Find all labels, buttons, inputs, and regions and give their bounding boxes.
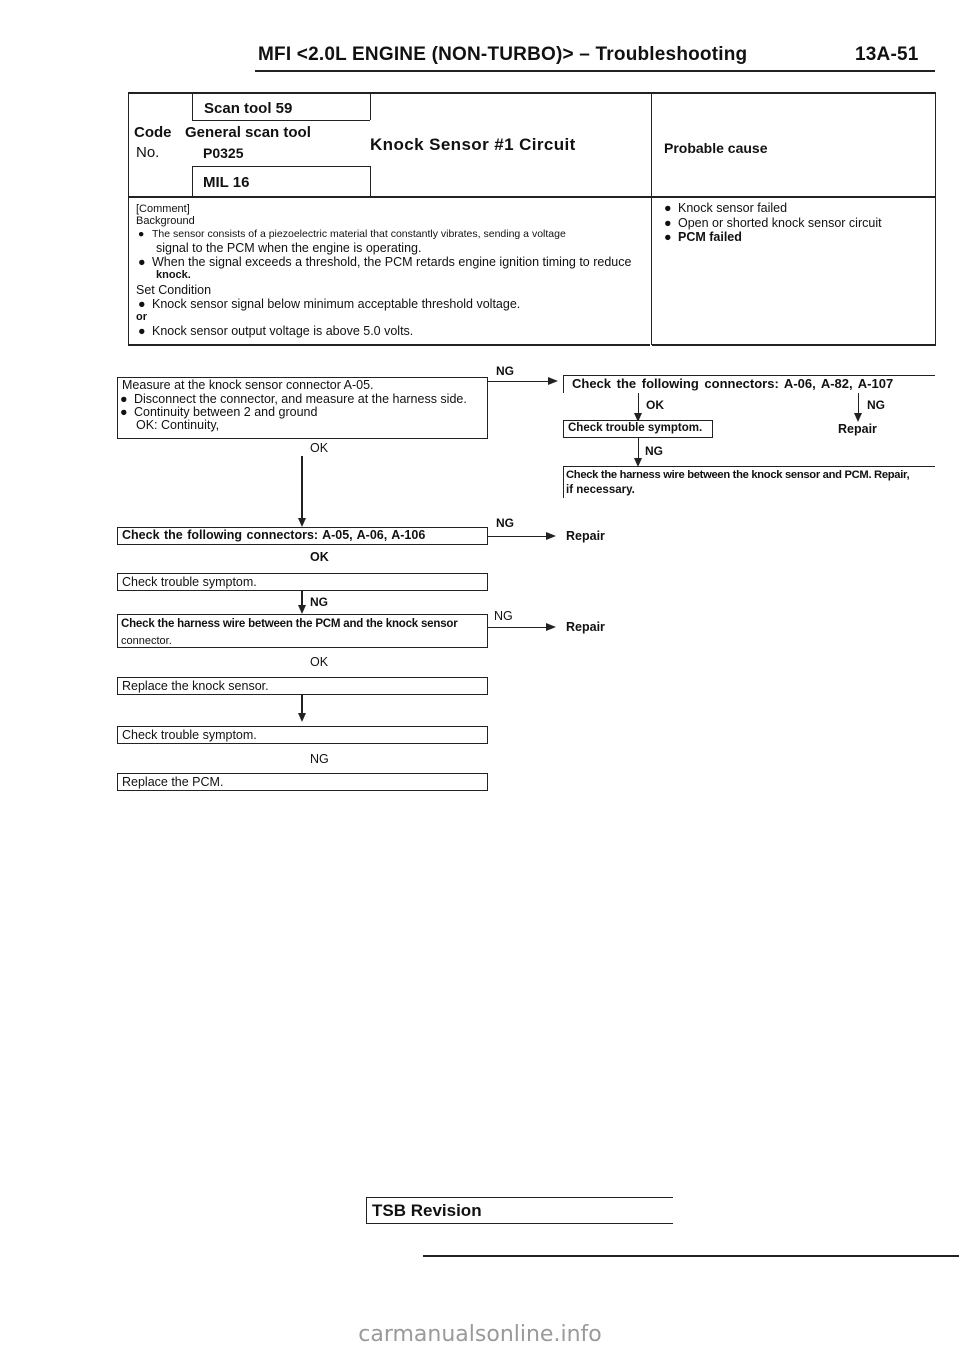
footer-rule: [423, 1255, 959, 1257]
step1-line4: OK: Continuity,: [136, 418, 220, 432]
probable-cause-1: ●Knock sensor failed: [664, 201, 788, 215]
ok-label-1: OK: [310, 441, 329, 455]
check-connectors-main: Check the following connectors: A-05, A-…: [122, 528, 426, 542]
scan-tool-label: Scan tool 59: [204, 100, 293, 117]
right-ok-label: OK: [646, 398, 664, 412]
ok-label-2: OK: [310, 550, 329, 564]
or-label: or: [136, 311, 147, 323]
page-number: 13A-51: [855, 44, 919, 65]
set-item1: ●Knock sensor signal below minimum accep…: [138, 297, 521, 311]
right-check-connectors: Check the following connectors: A-06, A-…: [572, 376, 894, 391]
ng-label-1: NG: [496, 364, 514, 378]
repair-2: Repair: [566, 620, 605, 634]
probable-cause-2: ●Open or shorted knock sensor circuit: [664, 216, 882, 230]
set-condition-label: Set Condition: [136, 283, 212, 297]
header-rule: [255, 70, 935, 72]
check-symptom-box: [117, 573, 488, 591]
step1-line1: Measure at the knock sensor connector A-…: [122, 378, 374, 392]
right-harness-line1: Check the harness wire between the knock…: [566, 469, 910, 481]
bg-item1b: signal to the PCM when the engine is ope…: [156, 241, 422, 255]
replace-pcm: Replace the PCM.: [122, 775, 224, 789]
right-connector-box: [563, 375, 935, 393]
connectors-main-box: [117, 527, 488, 545]
code-label: Code: [134, 124, 172, 141]
right-ng-label: NG: [867, 398, 885, 412]
header-title: MFI <2.0L ENGINE (NON-TURBO)> – Troubles…: [258, 44, 748, 65]
general-scan-tool-label: General scan tool: [185, 124, 311, 141]
check-symptom-2: Check trouble symptom.: [122, 728, 257, 742]
tsb-revision: TSB Revision: [372, 1201, 482, 1220]
probable-cause-label: Probable cause: [664, 140, 768, 156]
bg-item1a: ●The sensor consists of a piezoelectric …: [138, 228, 566, 240]
check-symptom-1: Check trouble symptom.: [122, 575, 257, 589]
code-title: Knock Sensor #1 Circuit: [370, 135, 576, 154]
mil-label: MIL 16: [203, 174, 250, 191]
repair-1: Repair: [566, 529, 605, 543]
ng-label-4: NG: [494, 609, 513, 623]
probable-cause-3: ●PCM failed: [664, 230, 742, 244]
step1-line2: ●Disconnect the connector, and measure a…: [120, 392, 467, 406]
check-harness-main-1: Check the harness wire between the PCM a…: [121, 618, 458, 630]
step1-box: [117, 377, 488, 439]
check-harness-main-2: connector.: [121, 635, 172, 647]
ok-label-3: OK: [310, 655, 329, 669]
set-item2: ●Knock sensor output voltage is above 5.…: [138, 324, 414, 338]
ng-label-5: NG: [310, 752, 329, 766]
comment-label: [Comment]: [136, 203, 190, 215]
bg-item2b: knock.: [156, 269, 191, 281]
replace-sensor: Replace the knock sensor.: [122, 679, 269, 693]
no-label: No.: [136, 144, 160, 161]
watermark: carmanualsonline.info: [358, 1322, 602, 1347]
right-check-symptom-box: [563, 420, 713, 438]
ng-label-2: NG: [496, 516, 514, 530]
right-harness-box: [563, 466, 935, 498]
replace-pcm-box: [117, 773, 488, 791]
right-harness-line2: if necessary.: [566, 484, 635, 496]
right-check-symptom: Check trouble symptom.: [568, 422, 703, 434]
right-repair: Repair: [838, 422, 877, 436]
ng-label-3: NG: [310, 595, 328, 609]
check-symptom-box-2: [117, 726, 488, 744]
bg-item2a: ●When the signal exceeds a threshold, th…: [138, 255, 632, 269]
harness-main-box: [117, 614, 488, 648]
right-ng-label-2: NG: [645, 444, 663, 458]
background-label: Background: [136, 215, 195, 227]
code-value: P0325: [203, 145, 244, 161]
step1-line3: ●Continuity between 2 and ground: [120, 405, 318, 419]
replace-sensor-box: [117, 677, 488, 695]
